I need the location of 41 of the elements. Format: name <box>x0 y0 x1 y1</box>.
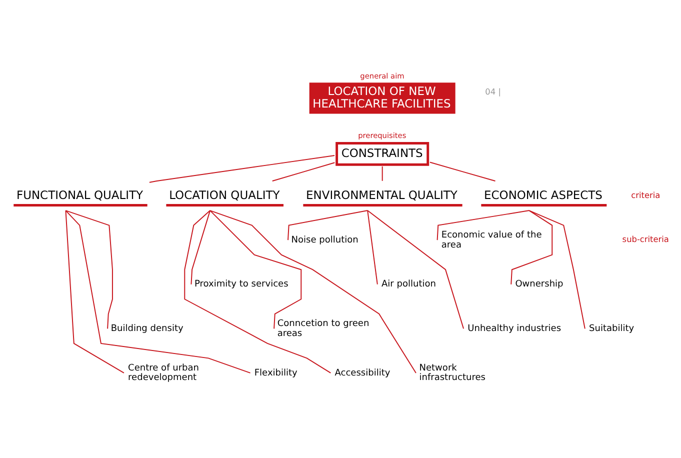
node-text: Unhealthy industries <box>468 324 562 334</box>
node-text: LOCATION QUALITY <box>169 188 280 202</box>
connector <box>367 210 378 285</box>
node-text: Accessibility <box>334 368 390 378</box>
connector <box>65 210 251 374</box>
node-text: Noise pollution <box>291 235 358 246</box>
connector <box>528 210 586 330</box>
connector <box>288 210 368 241</box>
node-text: Conncetion to green areas <box>277 319 370 339</box>
connector <box>65 210 113 330</box>
node-text: ECONOMIC ASPECTS <box>484 188 602 202</box>
connector <box>190 210 211 285</box>
connector <box>65 210 124 374</box>
connector <box>210 210 302 330</box>
connector <box>148 155 335 183</box>
connector <box>184 210 332 374</box>
label: 04 | <box>485 86 501 96</box>
node-text: Air pollution <box>382 280 436 290</box>
node-label: general aim <box>360 72 404 81</box>
label: sub-criteria <box>622 234 669 244</box>
node-box: LOCATION OF NEW HEALTHCARE FACILITIES <box>309 82 456 114</box>
node-text: Ownership <box>515 280 564 290</box>
connector <box>436 210 530 241</box>
connector <box>367 210 464 330</box>
node-text: Building density <box>110 324 184 334</box>
connector <box>272 162 336 182</box>
node-text: Centre of urban redevelopment <box>128 363 200 384</box>
node-text: Economic value of the area <box>441 230 542 250</box>
node-text: FUNCTIONAL QUALITY <box>16 188 144 202</box>
node-text: Network infrastructures <box>419 363 486 384</box>
node-label: prerequisites <box>358 131 406 140</box>
node-text: Proximity to services <box>194 280 288 290</box>
connector <box>510 210 553 285</box>
node-text: Flexibility <box>254 368 298 378</box>
label: criteria <box>631 190 660 200</box>
connector <box>382 166 383 182</box>
connector <box>429 162 496 182</box>
node-box: CONSTRAINTS <box>336 142 430 166</box>
node-text: Suitability <box>589 324 634 334</box>
node-text: ENVIRONMENTAL QUALITY <box>306 188 458 202</box>
connector <box>210 210 416 374</box>
